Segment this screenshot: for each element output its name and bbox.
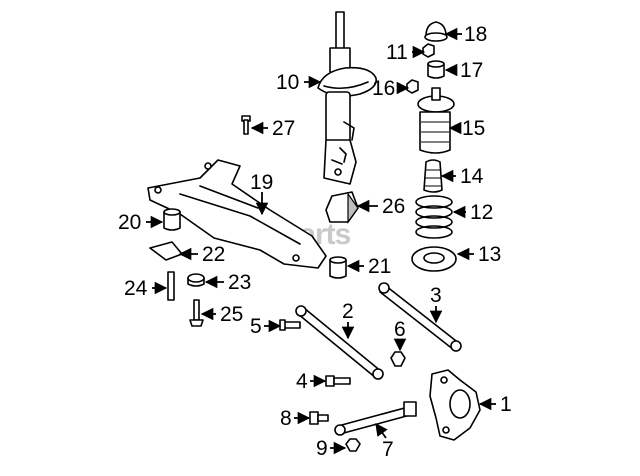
callout-7: 7 (382, 438, 394, 461)
callout-20: 20 (118, 211, 141, 234)
callout-27: 27 (272, 117, 295, 140)
spring-upper-mount (417, 87, 455, 154)
callout-8: 8 (280, 407, 292, 430)
bolt-8 (309, 411, 329, 425)
callout-11: 11 (386, 41, 408, 64)
callout-labels: 10 18 11 17 16 15 27 14 19 26 12 20 22 1… (118, 23, 512, 461)
callout-13: 13 (478, 243, 501, 266)
bolt-27 (241, 115, 251, 135)
upper-mount-cap (424, 21, 448, 42)
trailing-arm-7 (334, 401, 417, 436)
bushing-20 (163, 208, 181, 231)
callout-25: 25 (220, 303, 243, 326)
callout-24: 24 (124, 277, 148, 300)
callout-22: 22 (202, 243, 225, 266)
crossmember (147, 159, 327, 269)
callout-4: 4 (296, 370, 308, 393)
callout-10: 10 (276, 71, 299, 94)
callout-2: 2 (342, 300, 354, 323)
knuckle-1 (429, 369, 481, 441)
callout-15: 15 (462, 117, 485, 140)
lateral-arm-2 (295, 305, 384, 380)
bracket-22 (149, 241, 183, 261)
callout-23: 23 (228, 271, 251, 294)
strut-assembly (317, 11, 377, 185)
bolt-4 (325, 375, 351, 387)
leader-lines (146, 27, 496, 455)
nut-9 (345, 438, 361, 452)
nut-11 (422, 43, 435, 58)
callout-16: 16 (372, 77, 395, 100)
lateral-arm-3 (378, 282, 462, 352)
coil-spring (415, 195, 453, 239)
callout-19: 19 (250, 171, 273, 194)
bushing-21 (329, 256, 347, 279)
bump-stop (423, 159, 443, 193)
nut-6 (390, 351, 406, 367)
callout-18: 18 (464, 23, 487, 46)
callout-12: 12 (470, 201, 493, 224)
callout-17: 17 (460, 59, 483, 82)
callout-1: 1 (500, 393, 512, 416)
callout-21: 21 (368, 255, 391, 278)
spring-seat (411, 246, 457, 272)
insulator (427, 60, 445, 79)
bracket-26 (325, 191, 359, 224)
callout-3: 3 (430, 284, 442, 307)
bolt-25 (189, 299, 204, 327)
nut-16 (406, 79, 419, 94)
leader-7 (375, 422, 388, 439)
callout-9: 9 (316, 437, 328, 460)
callout-26: 26 (382, 195, 405, 218)
pin-24 (167, 271, 175, 301)
callout-6: 6 (394, 318, 406, 341)
washer-23 (187, 273, 205, 287)
bolt-5 (279, 319, 301, 331)
callout-5: 5 (250, 315, 262, 338)
callout-14: 14 (460, 165, 484, 188)
